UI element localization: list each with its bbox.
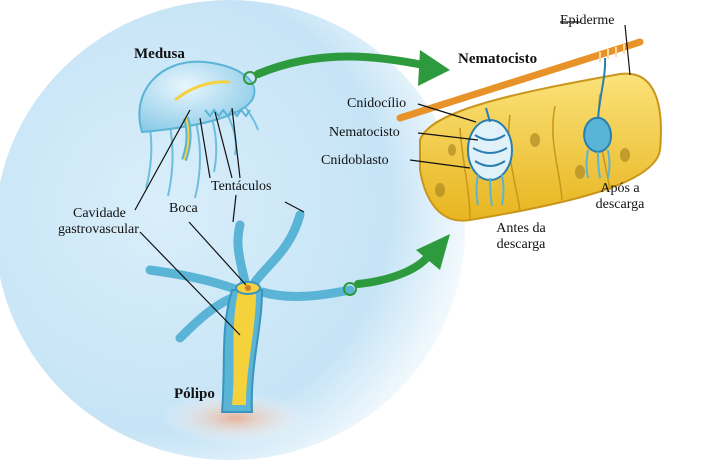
label-cnidocilio: Cnidocílio xyxy=(347,96,407,111)
nematocyst-before xyxy=(467,107,513,207)
label-epiderme: Epiderme xyxy=(560,13,615,28)
label-cnidoblasto: Cnidoblasto xyxy=(321,153,389,168)
label-apos-descarga: descarga xyxy=(595,197,645,212)
polyp-detail-circle xyxy=(343,282,357,296)
label-antes-da: Antes da xyxy=(496,221,546,236)
label-polipo: Pólipo xyxy=(174,386,215,402)
medusa-detail-circle xyxy=(243,71,257,85)
label-medusa: Medusa xyxy=(134,46,185,62)
polyp-illustration xyxy=(145,210,357,413)
nematocyst-after xyxy=(583,57,612,179)
label-cavidade: Cavidade xyxy=(73,206,126,221)
label-gastrovascular: gastrovascular xyxy=(58,222,139,237)
water-background xyxy=(0,0,465,460)
medusa-illustration xyxy=(138,60,259,199)
sand-substrate xyxy=(160,392,310,444)
label-boca: Boca xyxy=(169,201,198,216)
zoom-arrows xyxy=(254,50,450,288)
label-nematocisto: Nematocisto xyxy=(329,125,400,140)
label-tentaculos: Tentáculos xyxy=(211,179,272,194)
label-nematocisto-title: Nematocisto xyxy=(458,51,538,67)
epidermis-tissue xyxy=(396,38,662,222)
label-apos-a: Após a xyxy=(600,181,640,196)
leader-lines xyxy=(134,21,631,336)
label-antes-descarga: descarga xyxy=(496,237,546,252)
